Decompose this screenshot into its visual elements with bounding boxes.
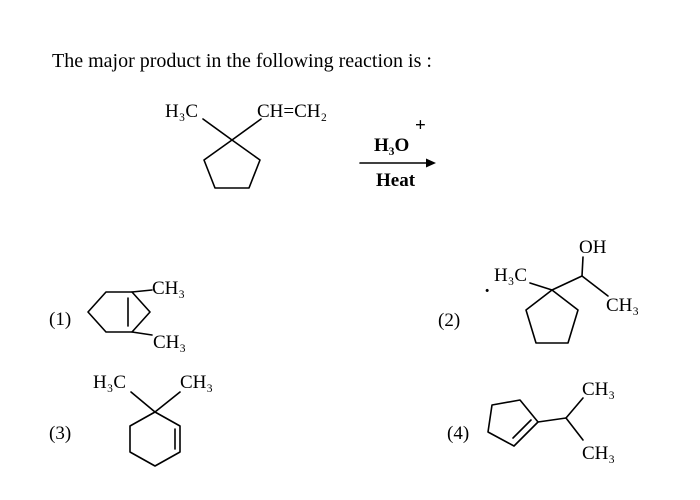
option-4-isopropyl-bond <box>537 417 567 423</box>
condition-text: Heat <box>376 170 416 191</box>
reactant-methyl-bond <box>202 118 233 141</box>
option-4-structure: CH₃ CH₃ <box>487 379 615 464</box>
reagent-charge: + <box>415 115 426 136</box>
option-2-quaternary-bond <box>551 275 583 291</box>
option-2-h3c-bond <box>529 282 553 291</box>
reaction-conditions: + H₃O Heat <box>359 115 436 191</box>
option-1-label-ch3-top: CH₃ <box>152 278 185 299</box>
option-2-stray-dot: · <box>484 281 490 302</box>
option-2-label-h3c: H₃C <box>494 265 527 286</box>
option-3-number: (3) <box>49 423 72 444</box>
option-2-oh-bond <box>581 256 584 277</box>
reactant-label-vinyl: CH=CH₂ <box>257 101 327 122</box>
option-4-methyl-bond-top <box>565 397 584 419</box>
option-3-label-ch3: CH₃ <box>180 372 213 393</box>
option-2-structure: · OH H₃C CH₃ <box>484 237 639 344</box>
option-1-methyl-bond-bottom <box>131 331 153 336</box>
reactant-vinyl-bond <box>231 118 262 141</box>
option-3-methyl-bond-left <box>130 391 156 413</box>
option-3-label-h3c: H₃C <box>93 372 126 393</box>
option-4-number: (4) <box>447 423 470 444</box>
option-4-double-bond-line <box>512 419 532 439</box>
option-2-label-oh: OH <box>579 237 607 258</box>
option-2-cyclopentane-ring <box>525 289 579 344</box>
option-1-methyl-bond-top <box>131 289 153 293</box>
option-4-label-ch3-top: CH₃ <box>582 379 615 400</box>
option-2-label-ch3: CH₃ <box>606 295 639 316</box>
reagent-text: H₃O <box>374 135 409 156</box>
option-1-label-ch3-bottom: CH₃ <box>153 332 186 353</box>
option-1-structure: CH₃ CH₃ <box>87 278 186 353</box>
reactant-structure: H₃C CH=CH₂ <box>165 101 327 189</box>
reactant-cyclopentane-ring <box>203 139 261 189</box>
reaction-arrowhead <box>426 158 436 168</box>
question-text: The major product in the following react… <box>52 50 432 72</box>
reactant-label-h3c: H₃C <box>165 101 198 122</box>
option-1-number: (1) <box>49 309 72 330</box>
option-2-number: (2) <box>438 310 461 331</box>
option-4-label-ch3-bottom: CH₃ <box>582 443 615 464</box>
option-4-methyl-bond-bottom <box>565 417 584 441</box>
option-4-cyclopentene-ring <box>487 399 539 447</box>
option-3-cyclohexene-ring <box>129 411 181 467</box>
option-3-methyl-bond-right <box>154 391 181 413</box>
option-3-structure: H₃C CH₃ <box>93 372 213 467</box>
option-1-cyclohexene-ring <box>87 291 151 333</box>
option-2-methyl-bond <box>581 275 609 297</box>
